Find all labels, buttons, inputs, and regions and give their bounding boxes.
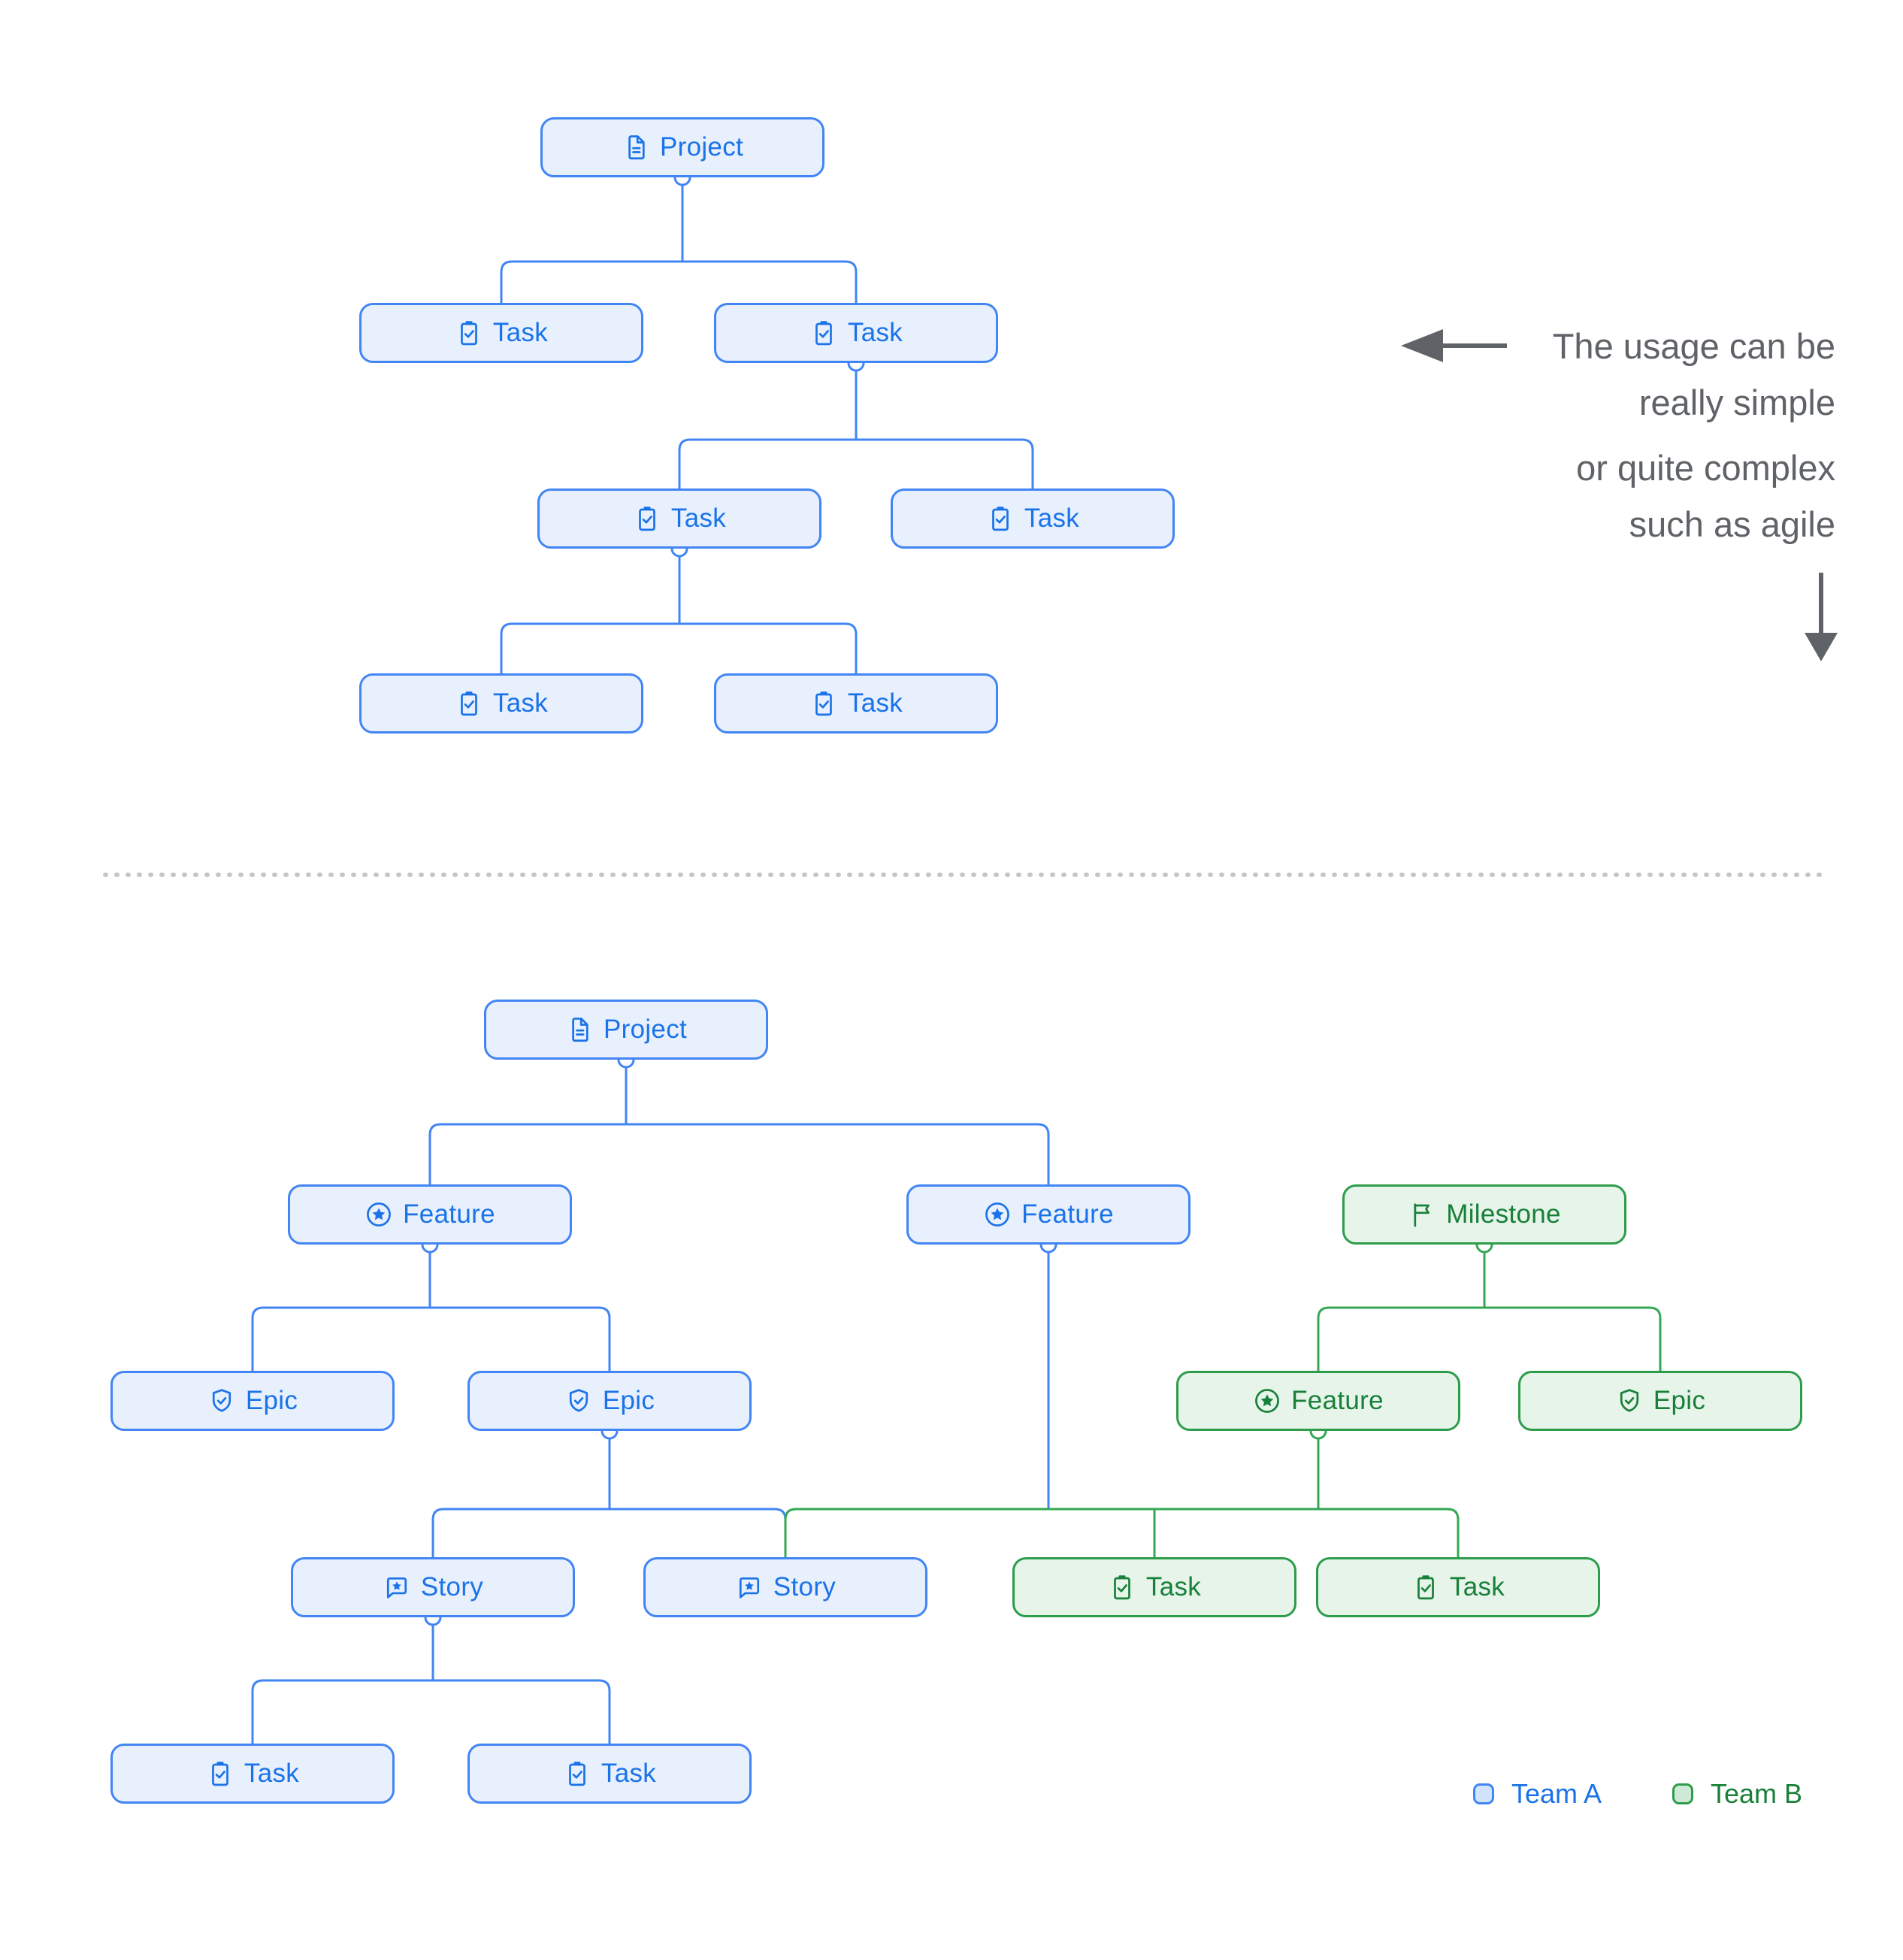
task-icon	[569, 1762, 585, 1786]
node-label: Task	[601, 1759, 657, 1788]
edge-from-project	[500, 168, 858, 303]
epic-icon	[569, 1389, 588, 1412]
task-node: Task	[891, 488, 1175, 549]
edge-from-project	[428, 1051, 1050, 1184]
annotation-line: or quite complex	[1576, 448, 1835, 488]
node-label: Story	[773, 1572, 837, 1602]
node-label: Feature	[1021, 1199, 1114, 1229]
task-node: Task	[467, 1744, 752, 1804]
project-node: Project	[484, 1000, 768, 1060]
node-label: Story	[420, 1572, 484, 1602]
legend-label: Team A	[1511, 1778, 1602, 1809]
document-icon	[628, 135, 645, 160]
node-label: Feature	[1291, 1386, 1384, 1415]
document-icon	[572, 1018, 588, 1042]
edge-from-feature	[1039, 1236, 1057, 1509]
node-label: Task	[1145, 1572, 1202, 1602]
task-node: Task	[359, 673, 643, 733]
node-label: Project	[659, 132, 744, 162]
task-icon	[1114, 1575, 1130, 1600]
milestone-node: Milestone	[1342, 1184, 1626, 1245]
task-icon	[992, 507, 1009, 531]
task-icon	[815, 691, 832, 716]
node-label: Feature	[403, 1199, 495, 1229]
task-icon	[212, 1762, 228, 1786]
node-label: Task	[1449, 1572, 1505, 1602]
epic-node: Epic	[110, 1371, 395, 1431]
task-icon	[639, 507, 655, 531]
left-arrow-icon	[1401, 329, 1507, 362]
edge-from-milestone	[1317, 1236, 1662, 1371]
node-label: Epic	[245, 1386, 298, 1415]
feature-node: Feature	[1176, 1371, 1460, 1431]
node-label: Epic	[1653, 1386, 1706, 1415]
milestone-icon	[1414, 1203, 1430, 1227]
task-icon	[461, 691, 477, 716]
annotation-line: such as agile	[1629, 504, 1835, 544]
node-label: Task	[492, 688, 549, 718]
task-icon	[815, 321, 832, 346]
task-node: Task	[359, 303, 643, 363]
node-label: Task	[847, 318, 903, 347]
annotation-line: The usage can be	[1552, 326, 1835, 366]
epic-icon	[1620, 1389, 1638, 1412]
edge-from-task	[678, 354, 1034, 488]
node-label: Milestone	[1446, 1199, 1561, 1229]
task-node: Task	[110, 1744, 395, 1804]
annotation-line: really simple	[1638, 383, 1835, 422]
annotation-complex: or quite complex such as agile	[1576, 440, 1835, 552]
legend-item-team-a: Team A	[1473, 1774, 1602, 1814]
edge-from-epic	[431, 1422, 787, 1557]
team-a-swatch	[1473, 1783, 1494, 1804]
epic-icon	[212, 1389, 231, 1412]
legend-item-team-b: Team B	[1672, 1774, 1802, 1814]
project-node: Project	[540, 117, 824, 177]
edge-from-feature	[251, 1236, 611, 1371]
legend-label: Team B	[1711, 1778, 1803, 1809]
story-icon	[739, 1577, 759, 1599]
task-node: Task	[1316, 1557, 1600, 1617]
task-icon	[461, 321, 477, 346]
task-node: Task	[1012, 1557, 1296, 1617]
epic-node: Epic	[467, 1371, 752, 1431]
node-label: Project	[603, 1015, 688, 1044]
feature-icon	[1255, 1389, 1280, 1413]
edge-from-feature	[784, 1422, 1460, 1557]
node-label: Task	[847, 688, 903, 718]
task-node: Task	[537, 488, 821, 549]
feature-icon	[985, 1202, 1010, 1227]
annotation-simple: The usage can be really simple	[1553, 318, 1835, 431]
node-label: Task	[670, 504, 727, 533]
story-icon	[386, 1577, 407, 1599]
feature-node: Feature	[288, 1184, 572, 1245]
team-b-swatch	[1672, 1783, 1693, 1804]
node-label: Task	[1024, 504, 1080, 533]
task-node: Task	[714, 303, 998, 363]
down-arrow-icon	[1805, 573, 1838, 661]
edge-from-task	[500, 540, 858, 673]
node-label: Task	[492, 318, 549, 347]
story-node: Story	[643, 1557, 927, 1617]
node-label: Task	[244, 1759, 300, 1788]
task-icon	[1417, 1575, 1434, 1600]
feature-icon	[367, 1202, 392, 1227]
epic-node: Epic	[1518, 1371, 1802, 1431]
node-label: Epic	[602, 1386, 655, 1415]
task-node: Task	[714, 673, 998, 733]
story-node: Story	[291, 1557, 575, 1617]
feature-node: Feature	[906, 1184, 1191, 1245]
edge-from-story	[251, 1608, 611, 1744]
